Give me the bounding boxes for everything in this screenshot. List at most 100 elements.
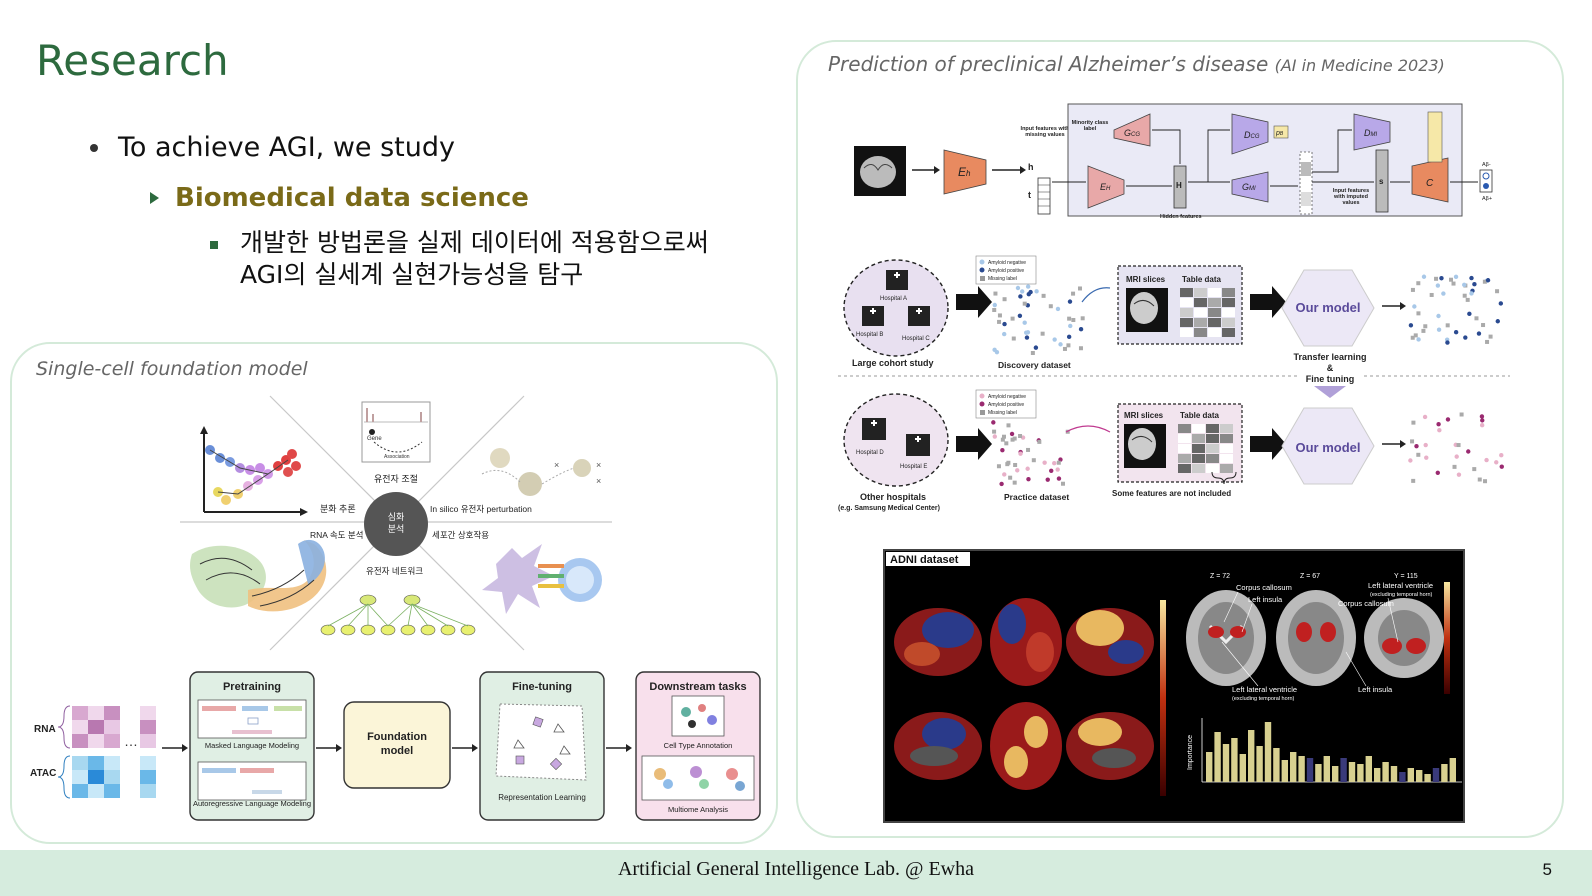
scatter-point xyxy=(1022,320,1027,325)
scatter-point xyxy=(1071,291,1076,296)
arrow-right-icon xyxy=(1250,428,1286,460)
discovery-arrow xyxy=(1081,287,1111,303)
missing-brace xyxy=(1211,471,1237,485)
bullet-level-1: To achieve AGI, we study xyxy=(90,132,800,163)
scatter-point xyxy=(1078,326,1084,332)
footer-bar: Artificial General Intelligence Lab. @ E… xyxy=(0,850,1592,896)
svg-text:Eh: Eh xyxy=(958,165,971,179)
z67-label: Z = 67 xyxy=(1300,573,1320,580)
scatter-point xyxy=(1456,443,1461,448)
hospital-e-label: Hospital E xyxy=(900,464,927,470)
scatter-point xyxy=(1408,323,1414,328)
hospital-c-label: Hospital C xyxy=(902,336,930,342)
discovery-scatter xyxy=(992,284,1085,355)
discriminator-dcg xyxy=(1231,113,1269,155)
scatter-point xyxy=(1410,439,1415,444)
atac-brace xyxy=(57,755,71,799)
generator-gmi xyxy=(1231,171,1269,203)
practice-arrow xyxy=(1065,425,1111,433)
scatter-point xyxy=(1031,458,1036,463)
our-model-label-2: Our model xyxy=(1295,440,1360,455)
differentiation-label: 분화 추론 xyxy=(320,504,356,514)
scatter-point xyxy=(1033,345,1039,350)
svg-text:EH: EH xyxy=(1100,182,1111,192)
lv-left-sub-label: (excluding temporal horn) xyxy=(1232,696,1295,702)
scatter-point xyxy=(1034,289,1039,294)
importance-bar xyxy=(1399,772,1406,782)
table-cell xyxy=(1192,424,1205,433)
scatter-point xyxy=(1423,442,1428,448)
scatter-point xyxy=(1416,311,1421,316)
multiome-label: Multiome Analysis xyxy=(668,805,728,814)
importance-bar xyxy=(1231,738,1238,782)
gcg-label: G xyxy=(1124,128,1131,138)
scatter-point xyxy=(1411,420,1416,425)
large-cohort-label: Large cohort study xyxy=(852,358,934,368)
scatter-point xyxy=(1025,466,1030,471)
svg-text:GMI: GMI xyxy=(1242,182,1256,192)
importance-bar xyxy=(1273,748,1280,782)
minority-label: Minority class label xyxy=(1071,120,1109,132)
hospital-a-label: Hospital A xyxy=(880,296,907,302)
table-label-2: Table data xyxy=(1180,411,1220,420)
scatter-point xyxy=(1416,337,1421,342)
scatter-point xyxy=(1421,274,1427,279)
importance-bar xyxy=(1424,774,1431,782)
importance-bar xyxy=(1248,730,1255,782)
importance-bar xyxy=(1298,756,1305,782)
table-cell xyxy=(1192,464,1205,473)
alm-label: Autoregressive Language Modeling xyxy=(193,799,311,808)
gene-label: Gene xyxy=(367,436,382,442)
table-cell xyxy=(1208,288,1221,297)
bullet-3-line-2: AGI의 실세계 실현가능성을 탐구 xyxy=(240,260,584,289)
our-model-label-1: Our model xyxy=(1295,300,1360,315)
scatter-point xyxy=(1067,316,1072,321)
scatter-point xyxy=(1026,291,1031,297)
scatter-point xyxy=(1058,342,1063,347)
scatter-point xyxy=(1463,335,1468,340)
association-label: Association xyxy=(384,454,410,460)
table-cell xyxy=(1208,328,1221,337)
brain-slices xyxy=(1186,590,1444,686)
scatter-point xyxy=(1413,333,1418,338)
importance-bar xyxy=(1357,764,1364,782)
scatter-point xyxy=(1410,335,1415,340)
representation-label: Representation Learning xyxy=(498,793,586,802)
scatter-point xyxy=(1466,449,1471,454)
eh-label: E xyxy=(958,165,967,179)
scatter-point xyxy=(1000,437,1005,442)
scatter-point xyxy=(1026,476,1031,482)
scatter-point xyxy=(1018,294,1023,299)
scatter-point xyxy=(1062,346,1067,351)
legend-discovery: Amyloid negative Amyloid positive Missin… xyxy=(975,255,1037,285)
table-label-1: Table data xyxy=(1182,275,1222,284)
scatter-point xyxy=(1006,423,1011,428)
deep-analysis-circle xyxy=(364,492,428,556)
pb-label: p xyxy=(1275,130,1280,137)
gene-regulation-plot: Gene Association xyxy=(361,401,431,463)
discovery-label: Discovery dataset xyxy=(998,360,1071,370)
hospital-icons-b xyxy=(862,418,930,456)
center-label-1: 심화 xyxy=(388,512,405,522)
scatter-point xyxy=(1421,328,1426,333)
scatter-point xyxy=(1008,475,1013,480)
scatter-point xyxy=(1414,443,1419,449)
scatter-point xyxy=(1412,304,1417,309)
importance-bar xyxy=(1306,758,1314,782)
importance-label: Importance xyxy=(1187,735,1194,770)
transfer-label-3: Fine tuning xyxy=(1306,374,1355,384)
scatter-point xyxy=(1066,334,1072,340)
single-cell-panel: Single-cell foundation model xyxy=(10,342,778,844)
scatter-point xyxy=(1030,350,1035,355)
legend-missing-2: Missing label xyxy=(988,410,1017,416)
table-cell xyxy=(1180,328,1193,337)
s-label: s xyxy=(1379,177,1384,186)
scatter-point xyxy=(1445,340,1450,345)
table-cell xyxy=(1194,298,1207,307)
bullet-level-2: Biomedical data science xyxy=(150,183,800,213)
t-label: t xyxy=(1028,190,1031,200)
table-cell xyxy=(1222,308,1235,317)
arrow-small-icon xyxy=(1400,302,1406,310)
imputed-label: Input features with imputed values xyxy=(1332,188,1370,206)
scatter-point xyxy=(993,291,998,296)
